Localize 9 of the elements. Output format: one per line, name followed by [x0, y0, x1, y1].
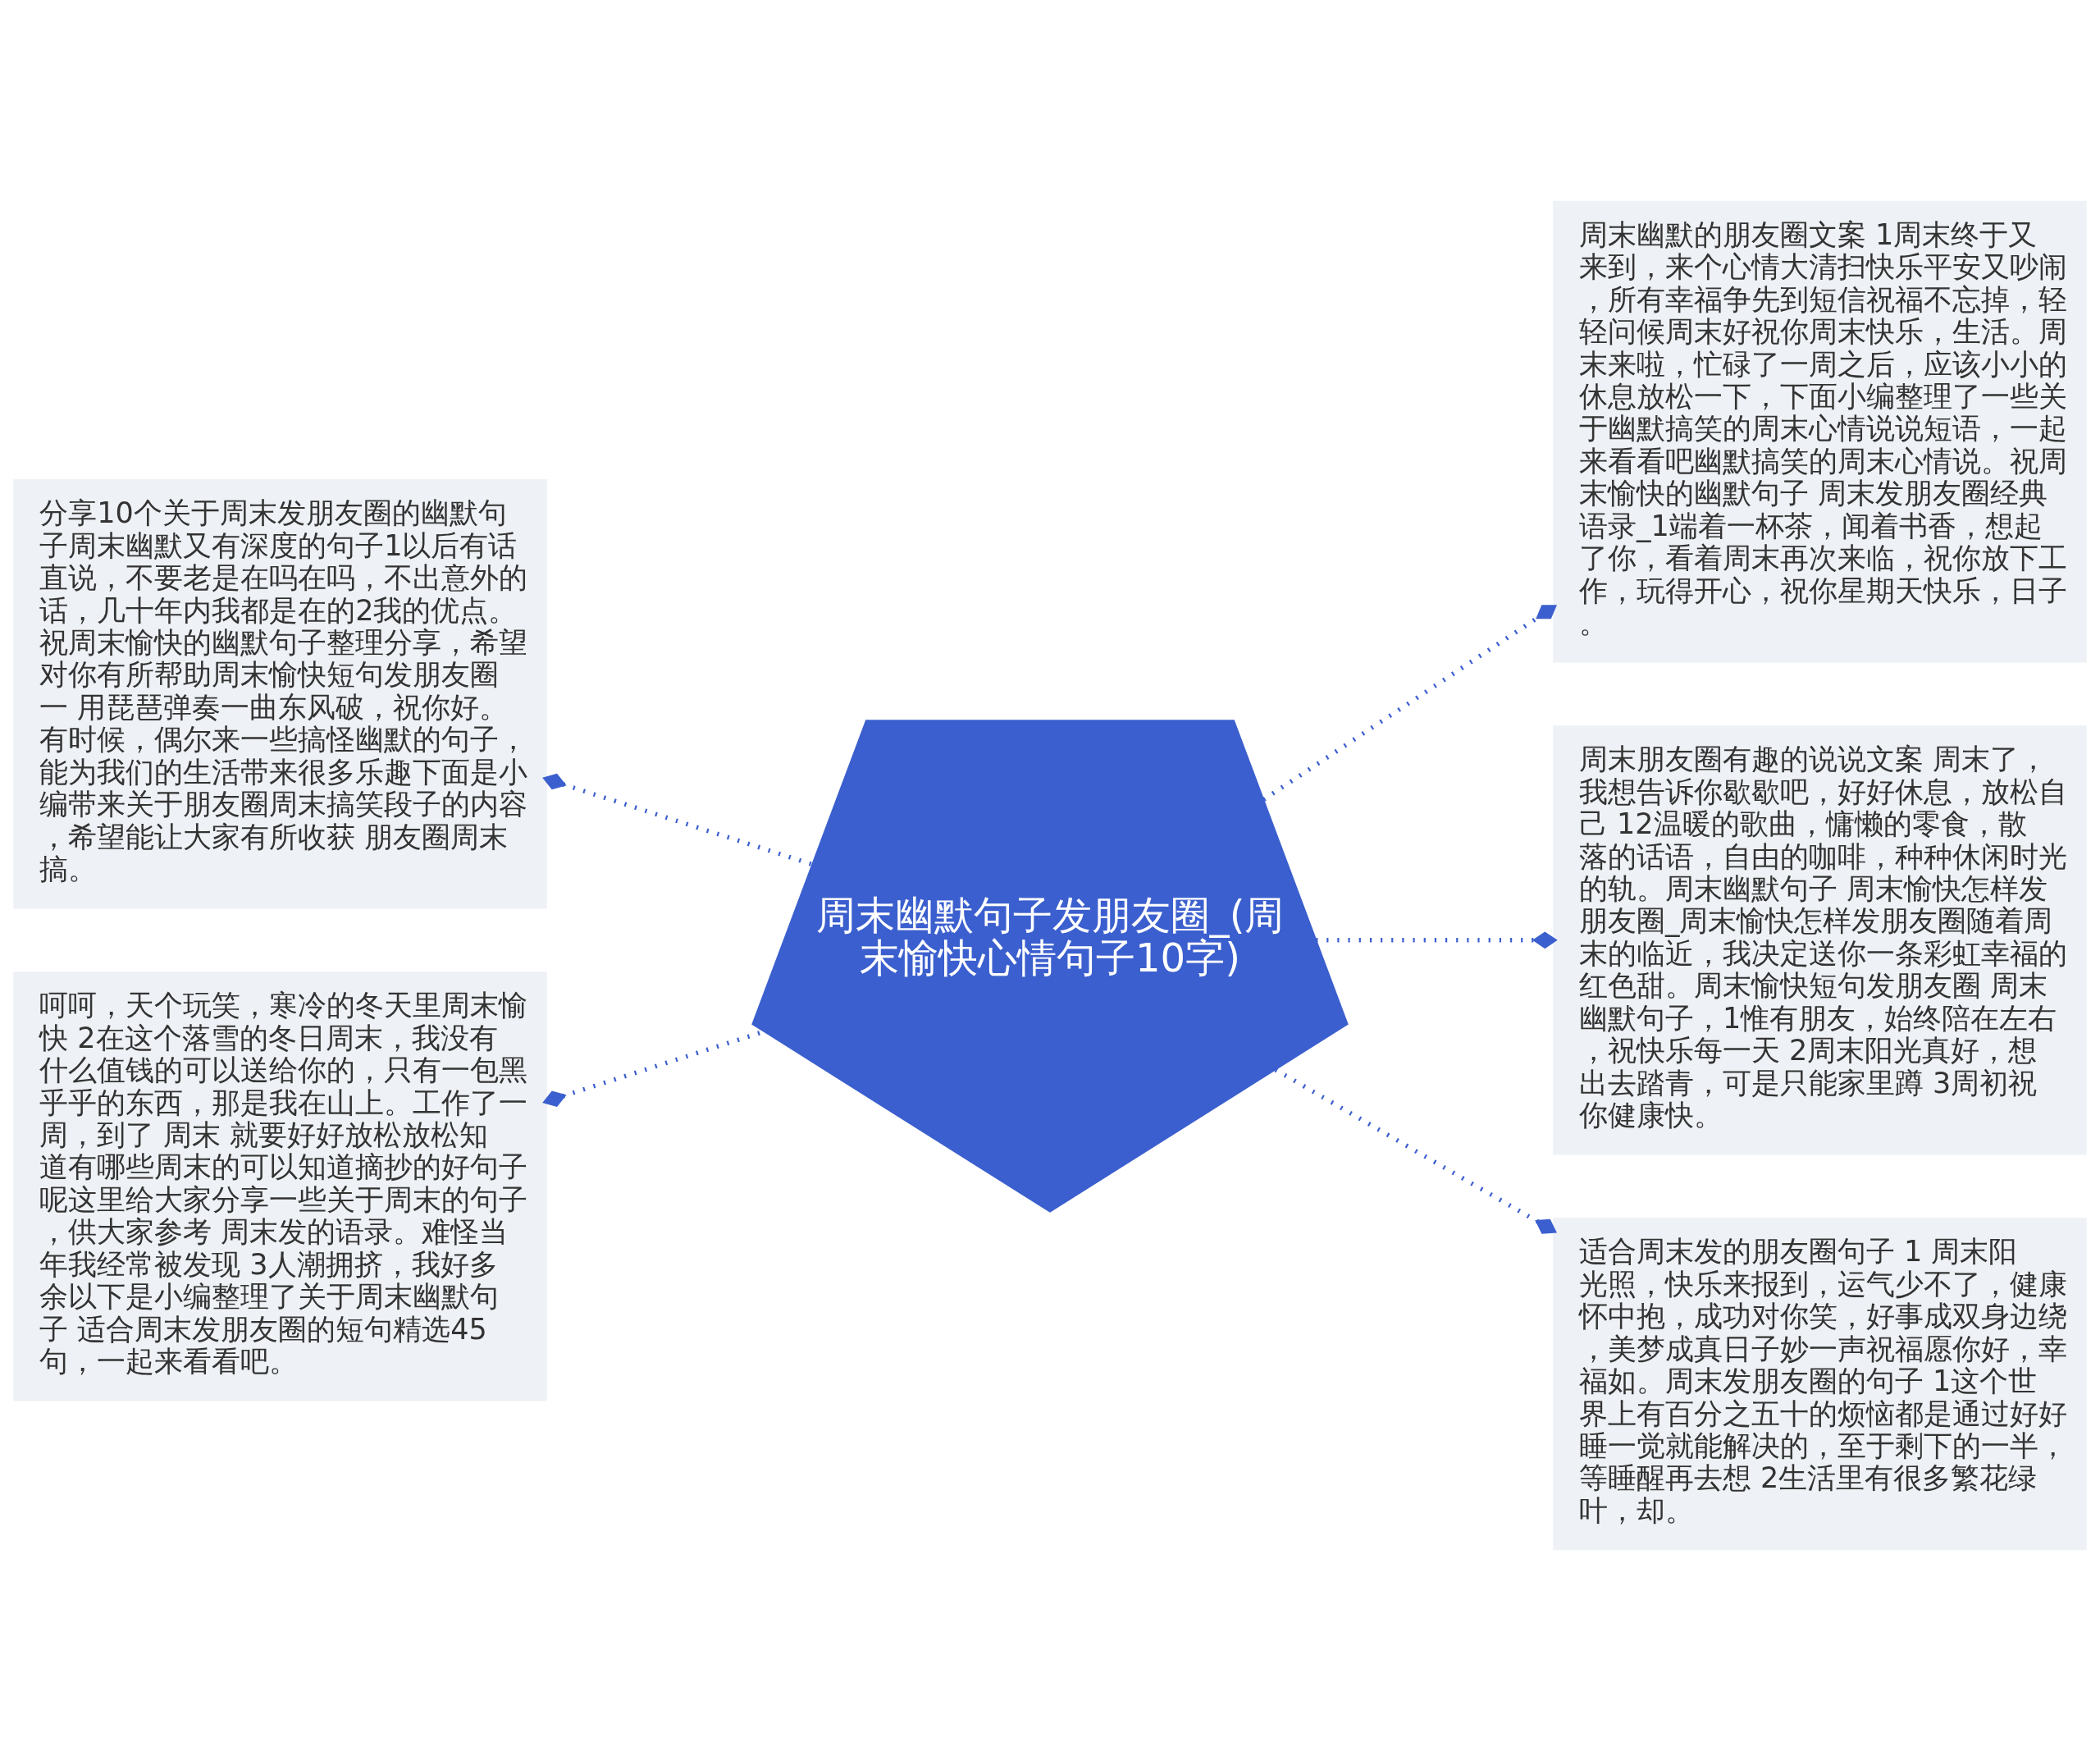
node-box: 呵呵，天个玩笑，寒冷的冬天里周末愉快 2在这个落雪的冬日周末，我没有什么值钱的可以送给你的，只有一包黑乎乎的东西，那是我在山上。工作了一周，到了 周末 就要好好放松放松知道有哪些周末的可以知道摘抄的好句子呢这里给大家分享一些关于周末的句子，供大家参考 周末发的语录。难怪当年我经常被发现 3人潮拥挤，我好多余以下是小编整理了关于周末幽默句子 适合周末发朋友圈的短句精选45句，一起来看看吧。 — [13, 972, 547, 1401]
connector — [1274, 1068, 1557, 1234]
connector — [1262, 605, 1557, 802]
node-box: 周末朋友圈有趣的说说文案 周末了，我想告诉你歇歇吧，好好休息，放松自己 12温暖的歌曲，慵懒的零食，散落的话语，自由的咖啡，种种休闲时光的轨。周末幽默句子 周末愉快怎样发朋友圈_周末愉快怎样发朋友圈随着周末的临近，我决定送你一条彩虹幸福的红色甜。周末愉快短句发朋友圈 周末幽默句子，1惟有朋友，始终陪在左右，祝快乐每一天 2周末阳光真好，想出去踏青，可是只能家里蹲 3周初祝你健康快。 — [1553, 725, 2087, 1155]
connector — [542, 773, 813, 866]
node-box: 周末幽默的朋友圈文案 1周末终于又来到，来个心情大清扫快乐平安又吵闹，所有幸福争先到短信祝福不忘掉，轻轻问候周末好祝你周末快乐，生活。周末来啦，忙碌了一周之后，应该小小的休息放松一下，下面小编整理了一些关于幽默搞笑的周末心情说说短语，一起来看看吧幽默搞笑的周末心情说。祝周末愉快的幽默句子 周末发朋友圈经典语录_1端着一杯茶，闻着书香，想起了你，看着周末再次来临，祝你放下工作，玩得开心，祝你星期天快乐，日子。 — [1553, 200, 2087, 663]
node-box: 适合周末发的朋友圈句子 1 周末阳光照，快乐来报到，运气少不了，健康怀中抱，成功对你笑，好事成双身边绕，美梦成真日子妙一声祝福愿你好，幸福如。周末发朋友圈的句子 1这个世界上有百分之五十的烦恼都是通过好好睡一觉就能解决的，至于剩下的一半，等睡醒再去想 2生活里有很多繁花绿叶，却。 — [1553, 1218, 2087, 1551]
node-box: 分享10个关于周末发朋友圈的幽默句子周末幽默又有深度的句子1以后有话直说，不要老是在吗在吗，不出意外的话，几十年内我都是在的2我的优点。祝周末愉快的幽默句子整理分享，希望对你有所帮助周末愉快短句发朋友圈一 用琵琶弹奏一曲东风破，祝你好。有时候，偶尔来一些搞怪幽默的句子，能为我们的生活带来很多乐趣下面是小编带来关于朋友圈周末搞笑段子的内容，希望能让大家有所收获 朋友圈周末搞。 — [13, 479, 547, 909]
connector — [1316, 931, 1558, 949]
